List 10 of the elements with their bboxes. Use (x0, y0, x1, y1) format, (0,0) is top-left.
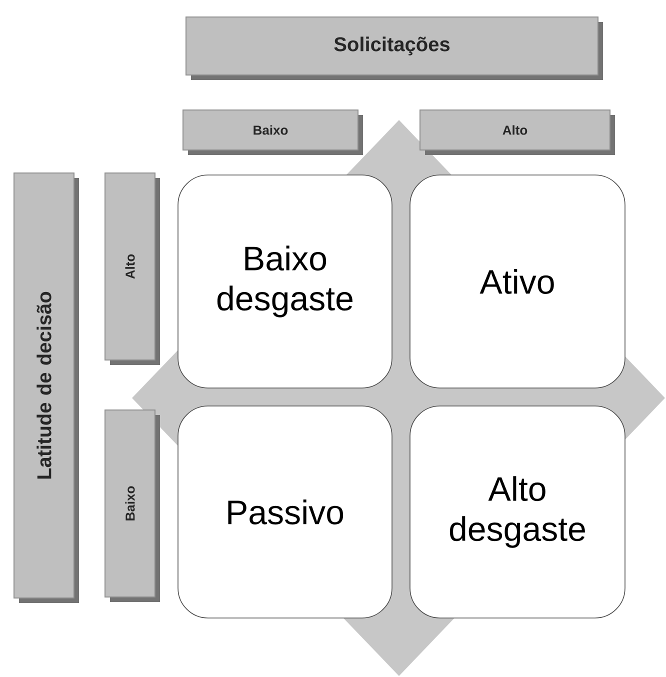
header-bar: Latitude de decisão (14, 172, 79, 603)
quadrant-card: Baixo desgaste (178, 174, 392, 388)
quadrant-card: Alto desgaste (410, 406, 626, 618)
quadrant-card: Passivo (178, 406, 392, 618)
quadrant-card: Ativo (410, 174, 626, 388)
header-bar: Alto (104, 172, 160, 365)
header-bar: Alto (420, 110, 615, 155)
header-bar: Solicitações (186, 16, 603, 80)
header-bar: Baixo (104, 410, 160, 602)
header-bar: Baixo (182, 110, 363, 155)
